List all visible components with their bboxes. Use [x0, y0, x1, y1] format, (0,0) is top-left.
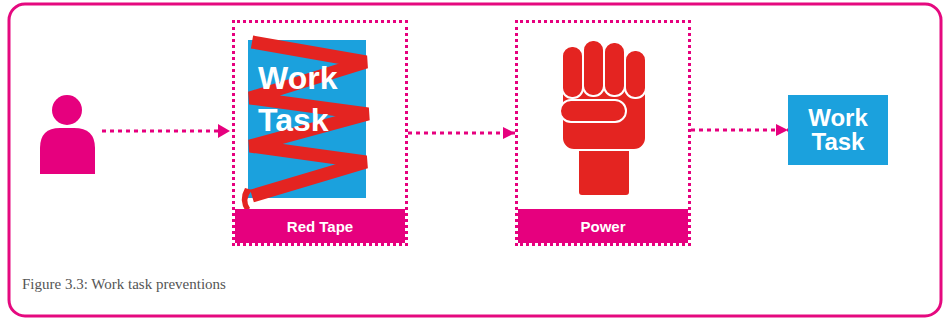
person-icon [40, 95, 95, 174]
box-label: Work Task [788, 106, 888, 154]
label-bar: Red Tape [235, 209, 405, 243]
person-arrow [102, 124, 230, 138]
red-tape-illustration [242, 40, 368, 212]
figure-frame [9, 4, 941, 316]
panel-label: Red Tape [287, 218, 353, 235]
label-bar: Power [518, 209, 688, 243]
flow-arrow [691, 129, 788, 132]
illustration-text: Work Task [258, 58, 364, 141]
task-box: Work Task [788, 95, 888, 165]
panel-label: Power [580, 218, 625, 235]
flow-arrow [408, 132, 515, 135]
fist-illustration [560, 40, 646, 196]
dotted-panel: Power [515, 20, 691, 246]
figure-caption: Figure 3.3: Work task preventions [22, 276, 226, 293]
